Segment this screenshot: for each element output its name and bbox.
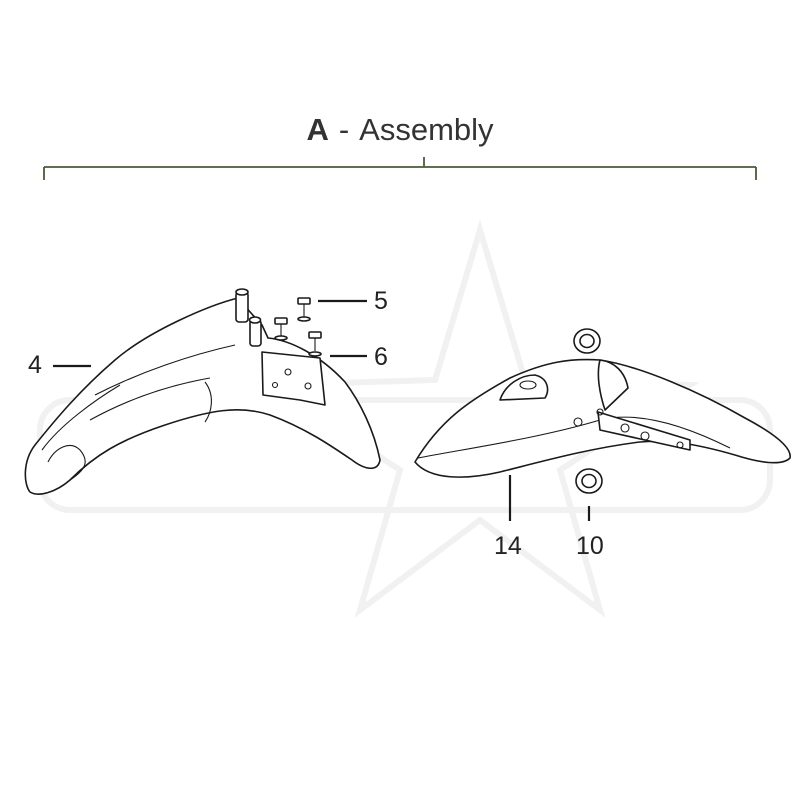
screw bbox=[308, 331, 322, 357]
assembly-separator: - bbox=[338, 112, 350, 147]
screw bbox=[274, 317, 288, 341]
assembly-letter: A bbox=[306, 112, 329, 147]
grommet-top[interactable] bbox=[573, 328, 601, 354]
assembly-title: A-Assembly bbox=[0, 112, 800, 148]
front-fender[interactable] bbox=[24, 288, 381, 495]
callout-10: 10 bbox=[576, 532, 604, 560]
callout-5: 5 bbox=[374, 287, 388, 315]
screw bbox=[297, 297, 311, 322]
screw-group[interactable] bbox=[274, 297, 322, 357]
callout-6: 6 bbox=[374, 343, 388, 371]
grommet-bottom[interactable] bbox=[575, 468, 603, 494]
callout-14: 14 bbox=[494, 532, 522, 560]
callout-4: 4 bbox=[28, 351, 42, 379]
assembly-bracket bbox=[43, 157, 757, 180]
rear-fender[interactable] bbox=[414, 358, 791, 478]
assembly-name: Assembly bbox=[359, 112, 494, 147]
